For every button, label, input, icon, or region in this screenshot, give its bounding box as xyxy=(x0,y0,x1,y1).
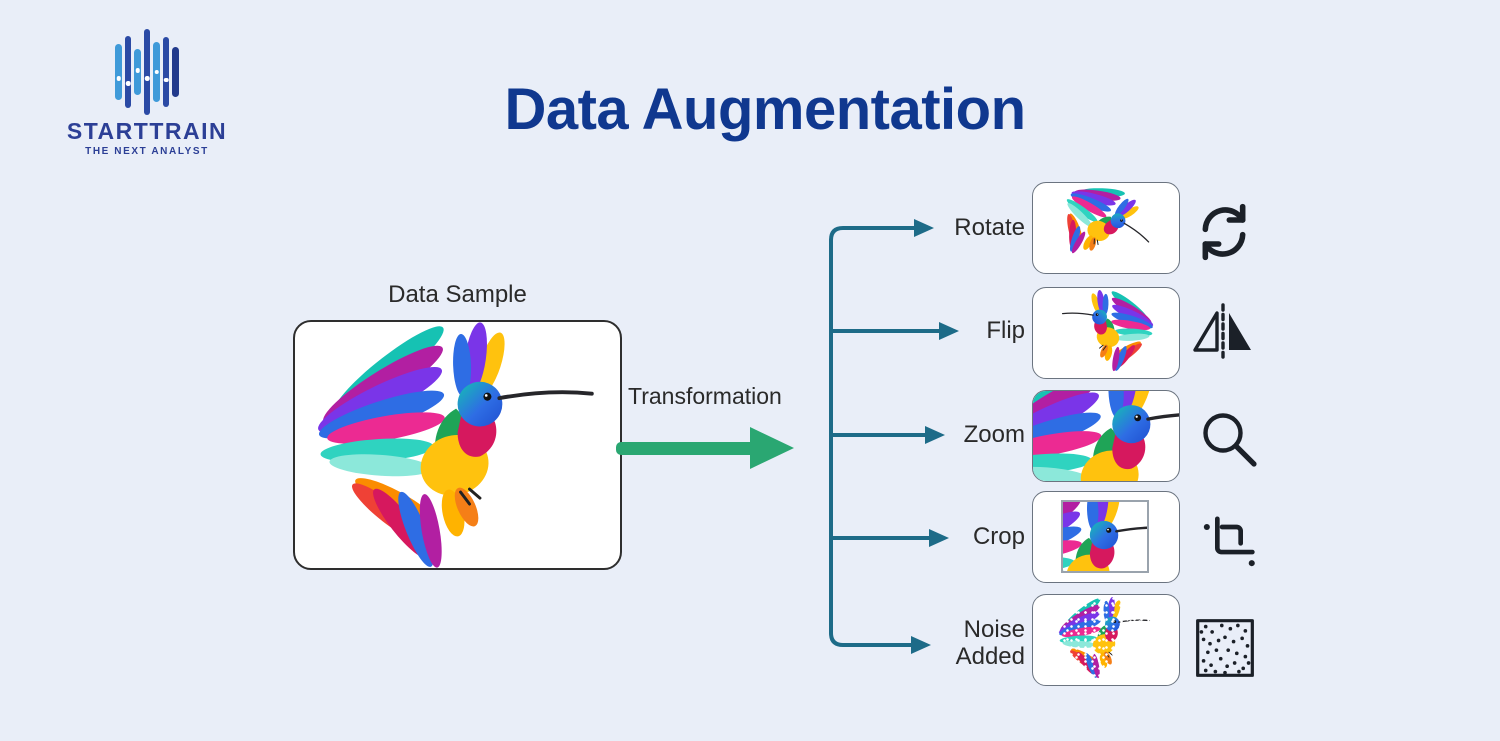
noise-speckle-overlay xyxy=(1033,595,1179,685)
transformation-arrow-icon xyxy=(616,427,794,469)
data-sample-image xyxy=(293,320,622,570)
page-title: Data Augmentation xyxy=(504,77,1026,142)
flip-label: Flip xyxy=(986,317,1025,344)
brand-tagline: THE NEXT ANALYST xyxy=(85,146,209,157)
crop-icon xyxy=(1203,516,1255,567)
noise-speckle-icon xyxy=(1196,619,1254,677)
rotate-sync-icon xyxy=(1202,203,1246,261)
rotated-image-thumbnail xyxy=(1032,182,1180,274)
rotate-label: Rotate xyxy=(954,214,1025,241)
cropped-image-thumbnail xyxy=(1032,491,1180,583)
data-sample-label: Data Sample xyxy=(388,281,527,308)
zoomed-image-thumbnail xyxy=(1032,390,1180,482)
equalizer-bars-icon xyxy=(52,28,242,116)
flipped-image-thumbnail xyxy=(1032,287,1180,379)
starttrain-logo: STARTTRAIN THE NEXT ANALYST xyxy=(52,28,242,157)
transformation-label: Transformation xyxy=(628,383,782,409)
crop-selection-frame xyxy=(1061,500,1149,573)
zoom-label: Zoom xyxy=(963,421,1025,448)
magnifier-icon xyxy=(1203,413,1257,467)
hummingbird-original-illustration xyxy=(310,322,594,568)
brand-name: STARTTRAIN xyxy=(66,118,228,144)
noise-added-label: Noise Added xyxy=(955,616,1025,670)
crop-label: Crop xyxy=(972,523,1025,550)
flip-horizontal-icon xyxy=(1193,303,1251,359)
branch-connector-lines xyxy=(829,219,959,654)
noisy-image-thumbnail xyxy=(1032,594,1180,686)
